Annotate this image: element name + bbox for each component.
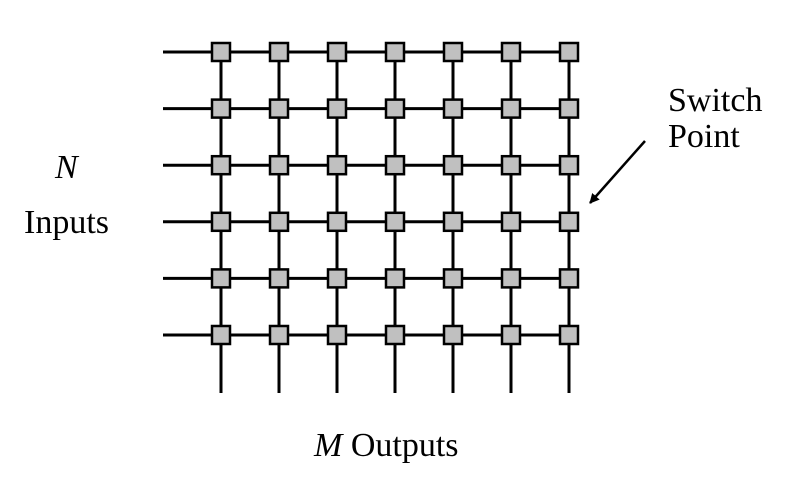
switch-point <box>442 268 464 289</box>
switch-point <box>442 98 464 119</box>
switch-point <box>326 41 348 63</box>
switch-point <box>558 324 580 346</box>
switch-point <box>326 268 348 289</box>
switch-point <box>500 154 522 176</box>
switch-point <box>326 98 348 119</box>
switch-point-label-line1: Switch <box>668 82 763 119</box>
switch-point <box>384 324 406 346</box>
switch-point <box>268 41 290 63</box>
switch-points <box>210 41 580 346</box>
switch-point <box>558 41 580 63</box>
switch-point <box>558 211 580 233</box>
switch-point <box>210 268 232 289</box>
switch-point <box>268 324 290 346</box>
switch-point <box>558 98 580 119</box>
switch-point <box>326 324 348 346</box>
outputs-label: M Outputs <box>314 428 459 464</box>
switch-point <box>442 211 464 233</box>
switch-point <box>268 268 290 289</box>
switch-point <box>210 41 232 63</box>
switch-point <box>210 324 232 346</box>
switch-point <box>384 211 406 233</box>
switch-point <box>500 41 522 63</box>
switch-point <box>326 154 348 176</box>
inputs-label: Inputs <box>24 204 109 241</box>
switch-point <box>384 268 406 289</box>
switch-point <box>558 268 580 289</box>
switch-point <box>442 41 464 63</box>
switch-point <box>210 154 232 176</box>
outputs-text: Outputs <box>342 427 459 464</box>
switch-point-label-line2: Point <box>668 118 740 155</box>
input-lines <box>163 50 569 337</box>
switch-point <box>442 154 464 176</box>
switch-point <box>384 41 406 63</box>
switch-point-arrow <box>589 140 646 204</box>
inputs-count-label: N <box>55 149 78 186</box>
switch-point <box>210 211 232 233</box>
switch-point <box>268 98 290 119</box>
switch-point <box>500 324 522 346</box>
switch-point <box>500 98 522 119</box>
outputs-count-label: M <box>314 427 343 464</box>
switch-point <box>268 211 290 233</box>
switch-point <box>500 211 522 233</box>
switch-point <box>442 324 464 346</box>
switch-point <box>268 154 290 176</box>
switch-point <box>210 98 232 119</box>
switch-point <box>558 154 580 176</box>
switch-point <box>326 211 348 233</box>
switch-point <box>384 154 406 176</box>
switch-point <box>500 268 522 289</box>
switch-point <box>384 98 406 119</box>
